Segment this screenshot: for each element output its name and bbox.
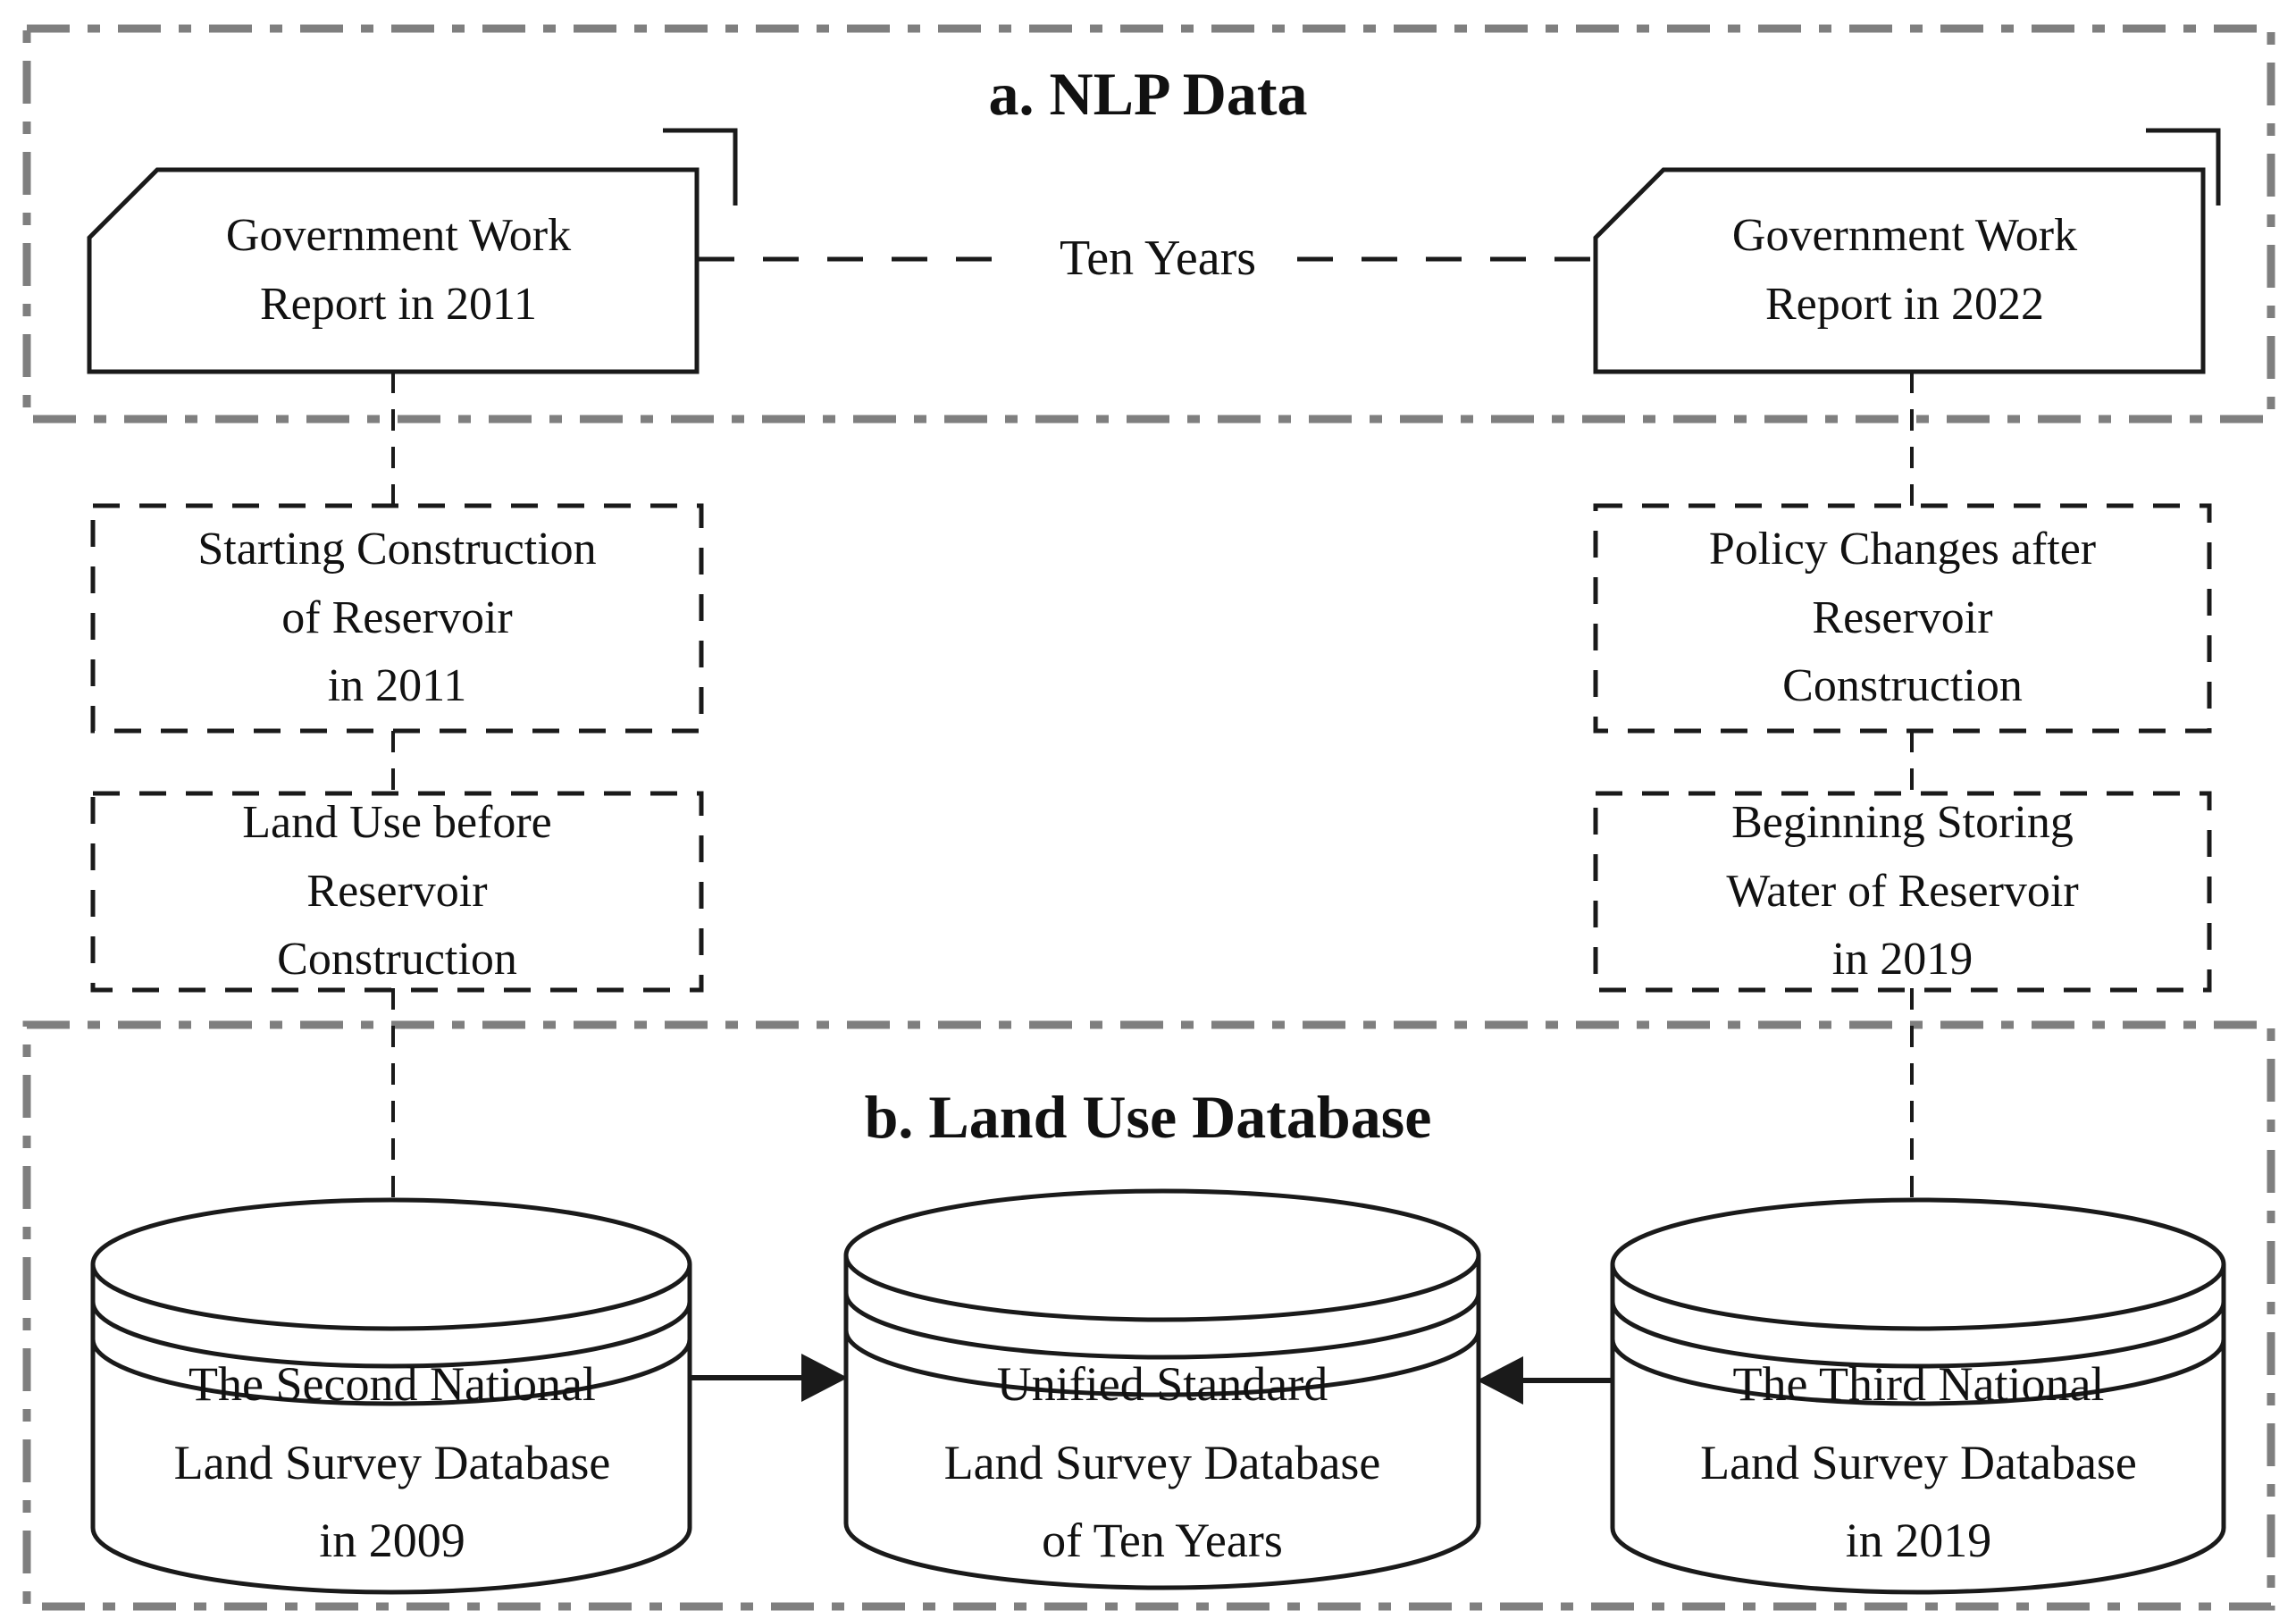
annotation-right-top-label: Policy Changes after Reservoir Construct… [1708, 523, 2097, 712]
annotation-left-top-label: Starting Construction of Reservoir in 20… [197, 523, 597, 712]
section-a-frame [22, 24, 2275, 424]
annotation-box-left-bottom [90, 791, 704, 993]
annotation-box-left-top [90, 503, 704, 734]
corner-bracket-left-icon [663, 128, 738, 206]
database-right-cylinder-icon [1610, 1197, 2226, 1595]
arrow-left-icon [1477, 1356, 1611, 1405]
database-left-cylinder-icon [90, 1197, 692, 1595]
annotation-right-bottom-label: Beginning Storing Water of Reservoir in … [1726, 796, 2079, 986]
arrow-right-icon [691, 1354, 848, 1402]
section-b-frame [22, 1020, 2275, 1611]
annotation-box-right-bottom [1593, 791, 2212, 993]
database-middle-label: Unified Standard Land Survey Database of… [943, 1357, 1381, 1568]
report-2022-label: Government Work Report in 2022 [1731, 210, 2078, 330]
ten-years-label: Ten Years [1059, 231, 1257, 287]
section-a-title: a. NLP Data [988, 59, 1308, 128]
database-left-label: The Second National Land Survey Database… [173, 1357, 611, 1568]
section-b-title: b. Land Use Database [864, 1082, 1432, 1151]
report-2011-label: Government Work Report in 2011 [225, 210, 572, 330]
database-middle-cylinder-icon [843, 1188, 1481, 1590]
annotation-left-bottom-label: Land Use before Reservoir Construction [242, 796, 552, 986]
corner-bracket-right-icon [2146, 128, 2221, 206]
report-2022-box [1593, 167, 2206, 374]
database-right-label: The Third National Land Survey Database … [1700, 1357, 2137, 1568]
